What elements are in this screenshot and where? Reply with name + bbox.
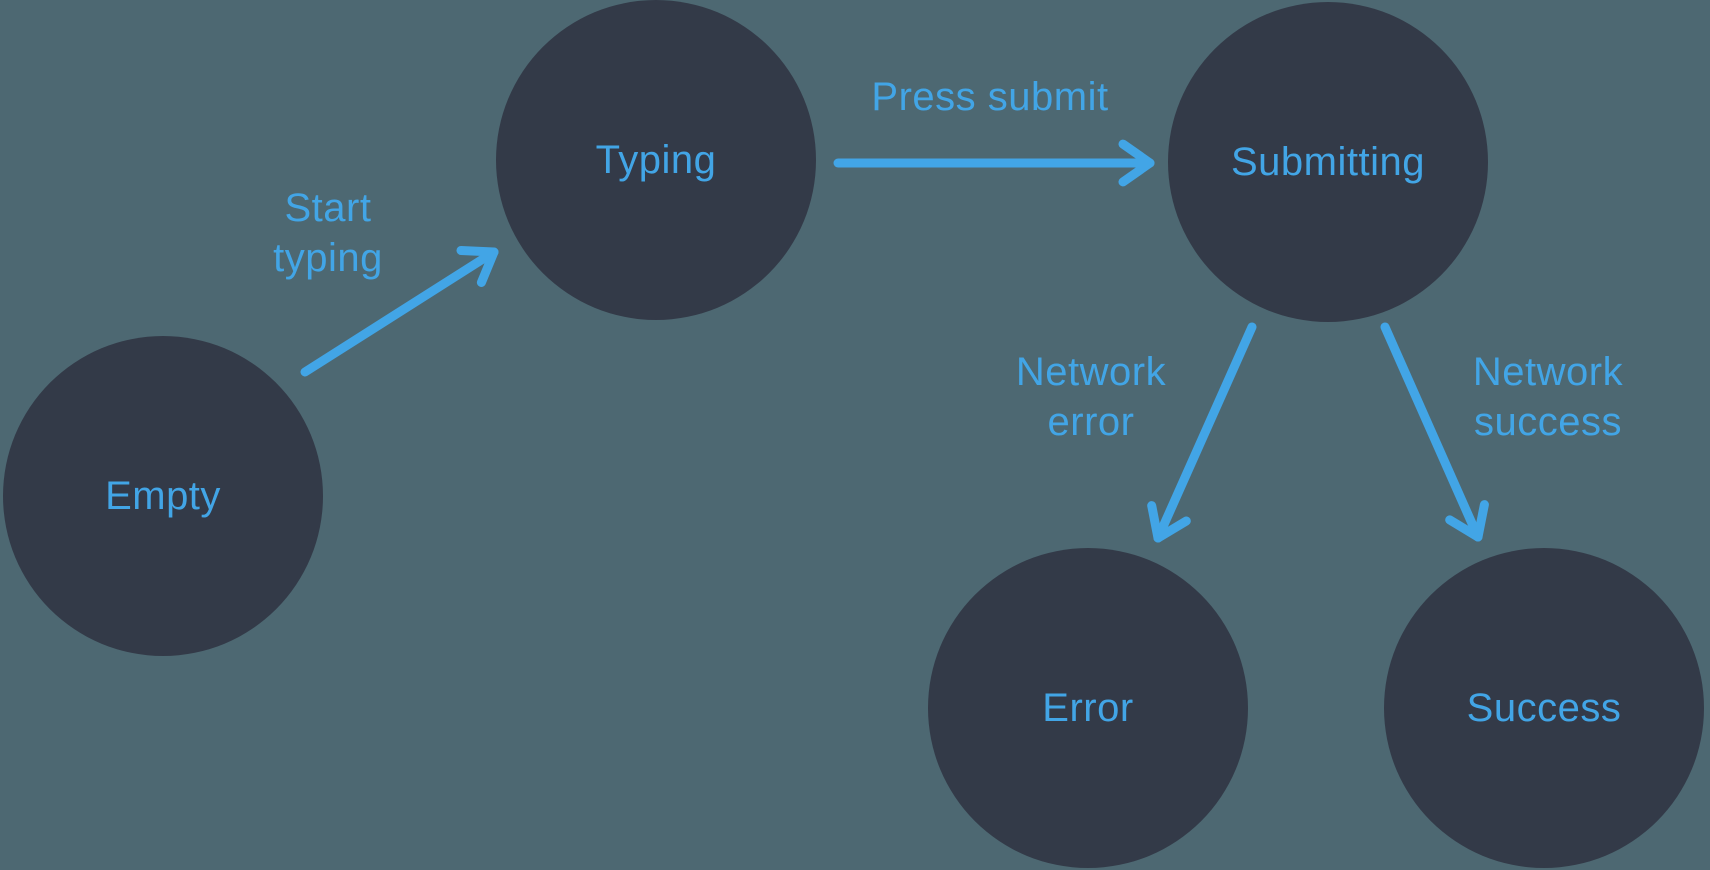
transition-label-network-error: Network error [1015, 350, 1167, 444]
state-label-typing: Typing [595, 137, 717, 182]
arrow-network-success [1380, 322, 1489, 542]
state-node-error: Error [928, 548, 1248, 868]
state-label-success: Success [1466, 685, 1622, 730]
state-node-typing: Typing [496, 0, 816, 320]
transition-label-press-submit: Press submit [871, 75, 1109, 119]
arrow-head [1118, 139, 1155, 187]
transition-label-network-success: Network success [1472, 350, 1624, 444]
arrow-start-typing [300, 246, 499, 377]
arrow-head [456, 246, 499, 287]
transition-label-start-typing: Start typing [273, 186, 383, 280]
arrow-shaft [300, 247, 499, 377]
arrow-shaft [1153, 322, 1257, 543]
state-label-error: Error [1042, 685, 1134, 730]
state-label-empty: Empty [105, 473, 221, 518]
state-node-empty: Empty [3, 336, 323, 656]
state-node-success: Success [1384, 548, 1704, 868]
state-label-submitting: Submitting [1231, 139, 1425, 184]
arrow-shaft [1380, 322, 1483, 542]
arrow-head [1445, 500, 1489, 542]
state-node-submitting: Submitting [1168, 2, 1488, 322]
arrow-network-error [1147, 322, 1257, 543]
arrow-head [1147, 501, 1191, 543]
arrow-press-submit [833, 139, 1155, 187]
